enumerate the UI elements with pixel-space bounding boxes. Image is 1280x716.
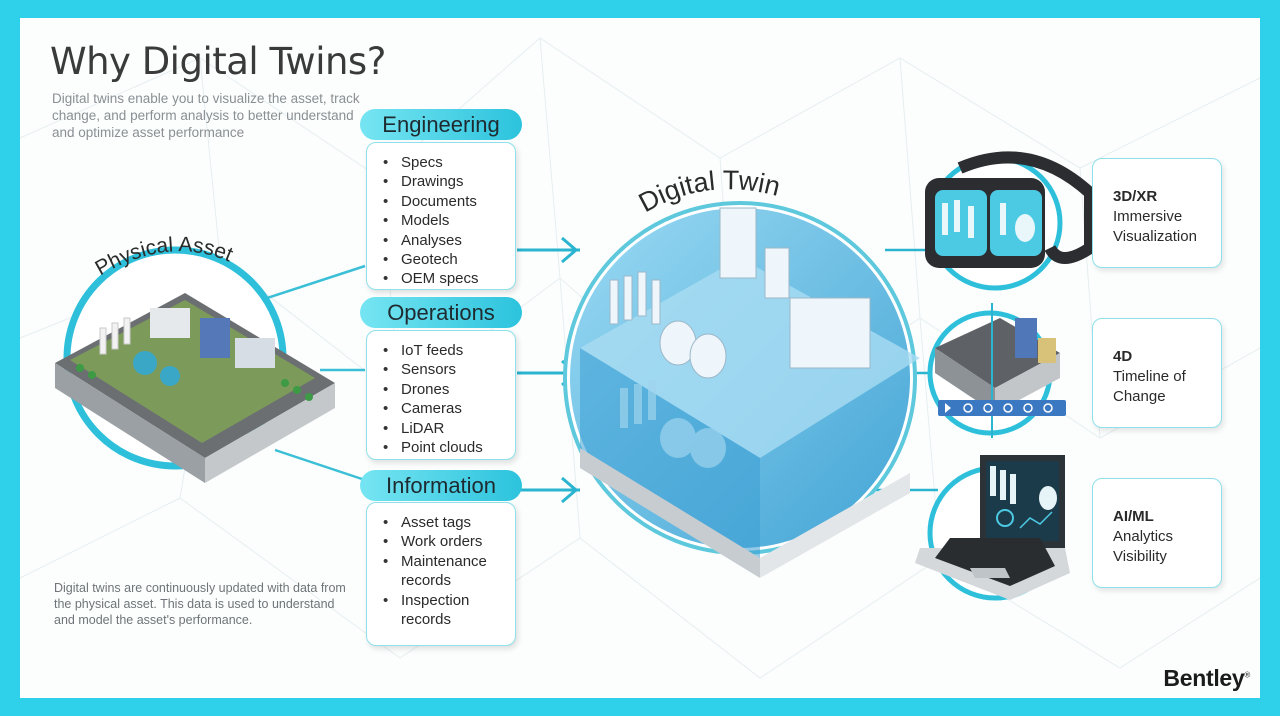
list-item: Drones [367, 380, 515, 400]
list-item: Geotech [367, 250, 515, 270]
list-item: Documents [367, 192, 515, 212]
page-title: Why Digital Twins? [50, 40, 386, 83]
page-subtitle: Digital twins enable you to visualize th… [52, 91, 360, 140]
source-connectors [251, 264, 366, 482]
output-title: 4D [1113, 348, 1133, 365]
slide: Why Digital Twins? Digital twins enable … [20, 18, 1260, 698]
bentley-logo: Bentley® [1163, 665, 1250, 691]
digital-twin-illustration [563, 201, 920, 578]
list-item: OEM specs [367, 269, 515, 289]
list-item: Point clouds [367, 438, 515, 458]
output-line: Visualization [1113, 228, 1197, 245]
engineering-list: Specs Drawings Documents Models Analyses… [366, 142, 516, 290]
list-item: Work orders [367, 532, 515, 552]
diagram-layer: Physical Asset Digital Twin [55, 151, 1096, 601]
output-card-3d-xr: 3D/XR Immersive Visualization [1092, 158, 1222, 268]
operations-list: IoT feeds Sensors Drones Cameras LiDAR P… [366, 330, 516, 460]
category-information: Information [360, 470, 522, 501]
list-item: Specs [367, 153, 515, 173]
category-engineering: Engineering [360, 109, 522, 140]
output-line: Change [1113, 388, 1166, 405]
output-line: Timeline of [1113, 368, 1186, 385]
output-title: AI/ML [1113, 508, 1154, 525]
list-item: Inspection records [367, 591, 501, 630]
output-card-ai-ml: AI/ML Analytics Visibility [1092, 478, 1222, 588]
physical-asset-illustration [55, 246, 335, 483]
vr-headset-icon [925, 151, 1096, 291]
output-title: 3D/XR [1113, 188, 1158, 205]
footnote: Digital twins are continuously updated w… [54, 581, 346, 627]
list-item: Cameras [367, 399, 515, 419]
list-item: Models [367, 211, 515, 231]
list-item: LiDAR [367, 419, 515, 439]
laptop-analytics-icon [915, 455, 1070, 601]
output-card-4d: 4D Timeline of Change [1092, 318, 1222, 428]
list-item: Drawings [367, 172, 515, 192]
list-item: Maintenance records [367, 552, 501, 591]
list-item: IoT feeds [367, 341, 515, 361]
category-operations: Operations [360, 297, 522, 328]
information-list: Asset tags Work orders Maintenance recor… [366, 502, 516, 646]
list-item: Asset tags [367, 513, 515, 533]
list-item: Sensors [367, 360, 515, 380]
output-line: Analytics [1113, 528, 1174, 545]
list-item: Analyses [367, 231, 515, 251]
timeline-model-icon [927, 303, 1066, 438]
output-line: Visibility [1113, 548, 1167, 565]
output-line: Immersive [1113, 208, 1183, 225]
